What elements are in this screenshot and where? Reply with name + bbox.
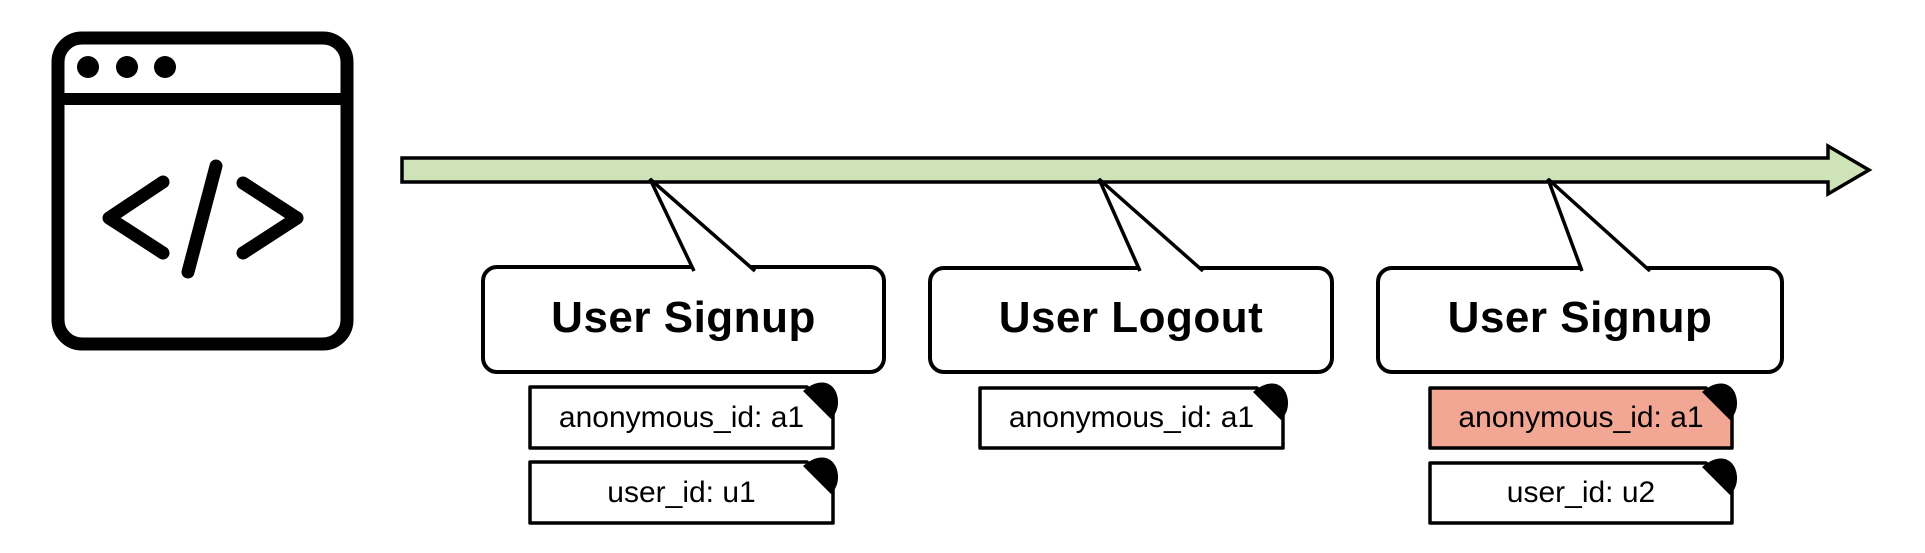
browser-window-outline bbox=[51, 31, 354, 351]
window-dot bbox=[77, 56, 99, 78]
window-dot bbox=[116, 56, 138, 78]
note-shape-user-id-1 bbox=[528, 457, 839, 525]
callout-tail bbox=[648, 177, 757, 273]
callout-tail bbox=[1546, 177, 1652, 273]
note-body-highlighted bbox=[1428, 386, 1734, 450]
slash bbox=[181, 159, 223, 279]
callout-tail bbox=[1097, 177, 1205, 273]
folded-corner bbox=[803, 382, 839, 419]
note-body bbox=[528, 460, 835, 525]
event-callout-2 bbox=[928, 177, 1334, 374]
note-shape-anonymous-id-1 bbox=[528, 382, 839, 450]
folded-corner bbox=[1253, 383, 1289, 420]
code-slash-icon bbox=[102, 159, 304, 279]
folded-corner bbox=[1702, 383, 1738, 420]
callout-box bbox=[481, 265, 886, 374]
note-shape-anonymous-id-2 bbox=[978, 383, 1289, 450]
left-angle-bracket bbox=[102, 175, 170, 260]
folded-corner bbox=[803, 457, 839, 494]
note-shape-anonymous-id-3 bbox=[1428, 383, 1738, 450]
note-body bbox=[528, 385, 835, 450]
note-body bbox=[978, 386, 1285, 450]
note-body bbox=[1428, 461, 1734, 525]
callout-box bbox=[1376, 266, 1784, 374]
window-dot bbox=[154, 56, 176, 78]
right-angle-bracket bbox=[236, 176, 304, 260]
folded-corner bbox=[1702, 458, 1738, 495]
event-callout-3 bbox=[1376, 177, 1784, 374]
event-callout-1 bbox=[481, 177, 886, 374]
note-shape-user-id-3 bbox=[1428, 458, 1738, 525]
callout-box bbox=[928, 266, 1334, 374]
browser-code-icon bbox=[51, 31, 354, 351]
timeline-arrow bbox=[400, 142, 1873, 198]
